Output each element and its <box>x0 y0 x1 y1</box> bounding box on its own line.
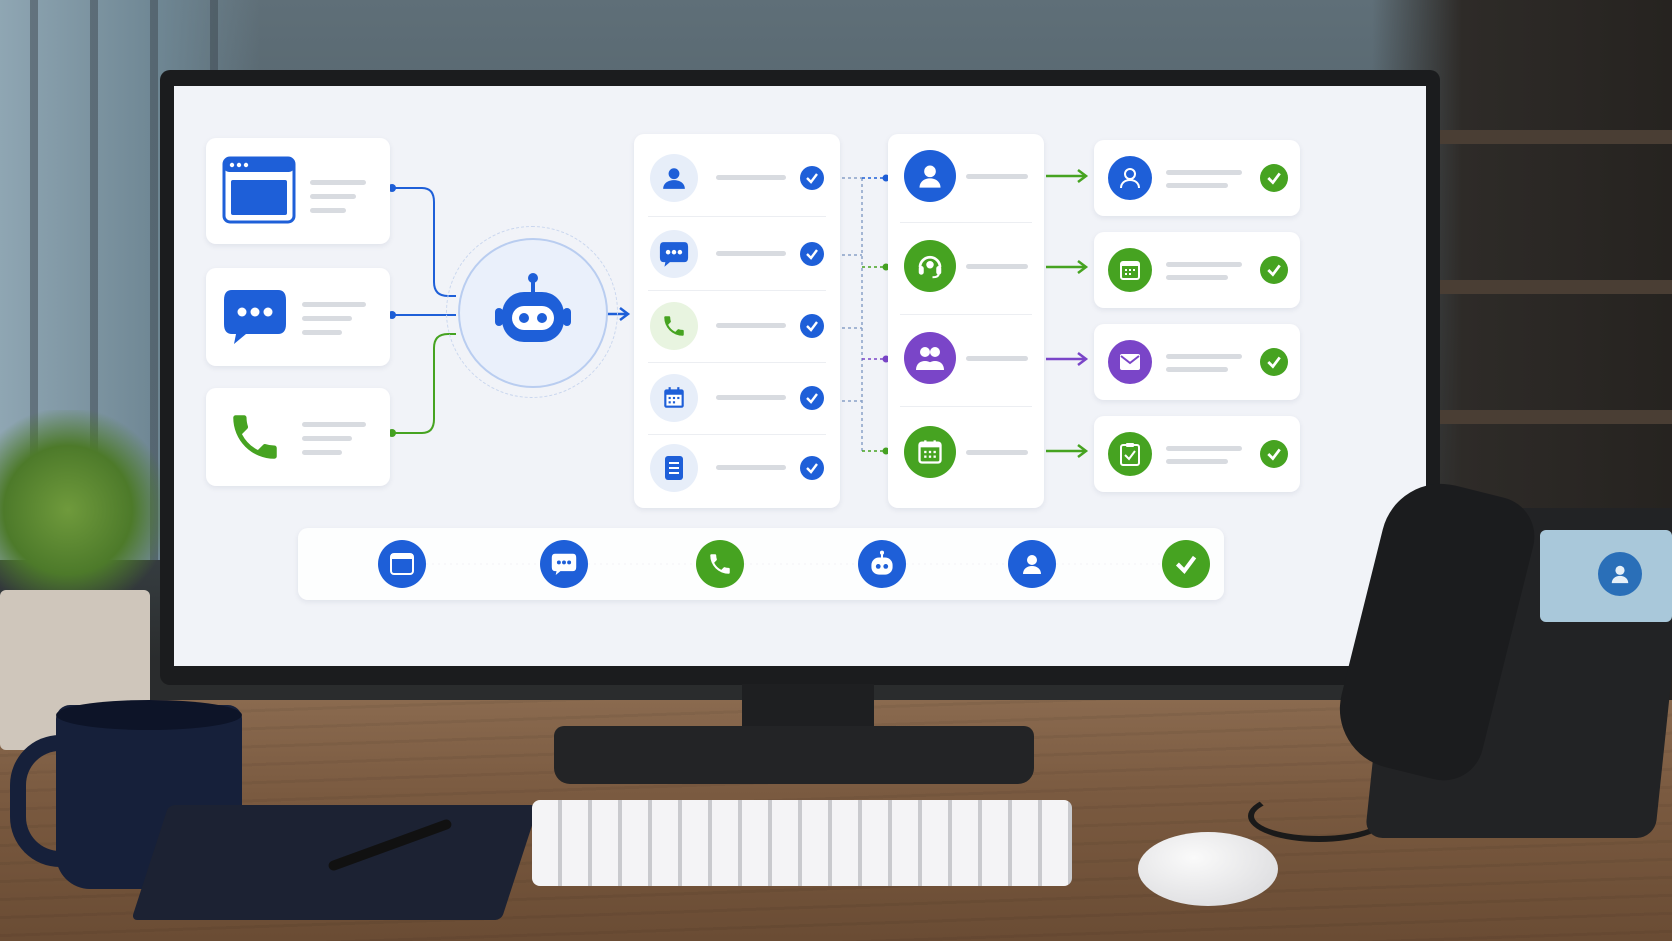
text-placeholder <box>1166 367 1228 372</box>
outcome-card-email[interactable] <box>1094 324 1300 400</box>
monitor-screen <box>174 86 1426 666</box>
check-icon <box>1260 440 1288 468</box>
envelope-icon <box>1108 340 1152 384</box>
shelf-board <box>1412 410 1672 424</box>
chat-bubble-icon[interactable] <box>540 540 588 588</box>
team-icon <box>904 332 956 384</box>
robot-icon <box>492 270 574 357</box>
phone-display <box>1540 530 1672 622</box>
check-icon <box>1260 256 1288 284</box>
user-icon <box>904 150 956 202</box>
text-placeholder <box>1166 459 1228 464</box>
hub-halo <box>446 226 618 398</box>
text-placeholder <box>310 208 346 213</box>
check-icon <box>800 386 824 410</box>
check-icon <box>1260 164 1288 192</box>
task-list-card <box>634 134 840 508</box>
row-divider <box>648 434 826 435</box>
user-icon[interactable] <box>1008 540 1056 588</box>
text-placeholder <box>716 175 786 180</box>
user-icon <box>1598 552 1642 596</box>
calendar-icon <box>904 426 956 478</box>
text-placeholder <box>966 174 1028 179</box>
text-placeholder <box>716 465 786 470</box>
row-divider <box>648 362 826 363</box>
text-placeholder <box>302 436 352 441</box>
text-placeholder <box>966 356 1028 361</box>
channel-card-chat[interactable] <box>206 268 390 366</box>
channel-card-phone[interactable] <box>206 388 390 486</box>
text-placeholder <box>966 264 1028 269</box>
text-placeholder <box>1166 183 1228 188</box>
chat-bubble-icon <box>222 286 288 346</box>
outcome-card-task[interactable] <box>1094 416 1300 492</box>
mouse[interactable] <box>1138 832 1278 906</box>
check-icon <box>1260 348 1288 376</box>
calendar-icon <box>650 374 698 422</box>
phone-icon <box>650 302 698 350</box>
user-icon <box>650 154 698 202</box>
text-placeholder <box>716 395 786 400</box>
row-divider <box>900 222 1032 223</box>
text-placeholder <box>1166 446 1242 451</box>
chat-bubble-icon <box>650 230 698 278</box>
hub-robot[interactable] <box>458 238 608 388</box>
text-placeholder <box>716 323 786 328</box>
document-icon <box>650 444 698 492</box>
user-icon <box>1108 156 1152 200</box>
text-placeholder <box>1166 275 1228 280</box>
browser-window-icon[interactable] <box>378 540 426 588</box>
text-placeholder <box>310 180 366 185</box>
phone-icon[interactable] <box>696 540 744 588</box>
channel-card-web[interactable] <box>206 138 390 244</box>
text-placeholder <box>1166 170 1242 175</box>
browser-window-icon <box>222 156 296 224</box>
outcome-card-user[interactable] <box>1094 140 1300 216</box>
clipboard-check-icon <box>1108 432 1152 476</box>
journey-timeline <box>298 528 1224 600</box>
text-placeholder <box>302 422 366 427</box>
check-icon <box>800 456 824 480</box>
outcome-card-calendar[interactable] <box>1094 232 1300 308</box>
text-placeholder <box>310 194 356 199</box>
shelf-board <box>1412 130 1672 144</box>
phone-icon <box>226 406 284 468</box>
row-divider <box>648 290 826 291</box>
check-icon[interactable] <box>1162 540 1210 588</box>
text-placeholder <box>1166 354 1242 359</box>
keyboard[interactable] <box>532 800 1072 886</box>
text-placeholder <box>302 302 366 307</box>
check-icon <box>800 314 824 338</box>
text-placeholder <box>302 450 342 455</box>
text-placeholder <box>302 330 342 335</box>
routing-card <box>888 134 1044 508</box>
row-divider <box>900 406 1032 407</box>
shelf-board <box>1412 280 1672 294</box>
text-placeholder <box>716 251 786 256</box>
mug-rim <box>56 700 242 730</box>
headset-icon <box>904 240 956 292</box>
calendar-icon <box>1108 248 1152 292</box>
row-divider <box>648 216 826 217</box>
monitor-stand-base <box>554 726 1034 784</box>
text-placeholder <box>1166 262 1242 267</box>
text-placeholder <box>302 316 352 321</box>
check-icon <box>800 242 824 266</box>
text-placeholder <box>966 450 1028 455</box>
check-icon <box>800 166 824 190</box>
row-divider <box>900 314 1032 315</box>
plant-leaves <box>0 410 170 610</box>
robot-icon[interactable] <box>858 540 906 588</box>
